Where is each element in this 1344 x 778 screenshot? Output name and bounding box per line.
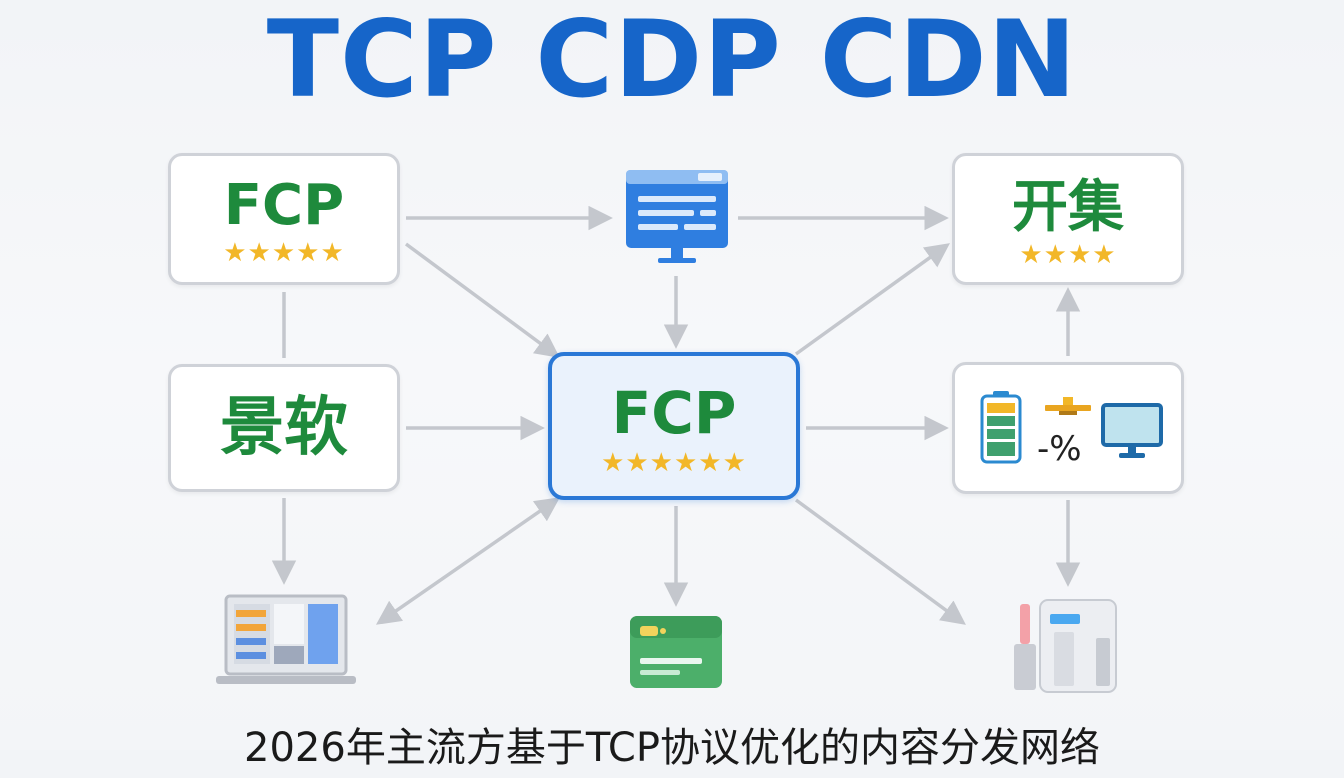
node-top-right-stars: ★★★★ xyxy=(1019,240,1117,270)
diagram-title: TCP CDP CDN xyxy=(266,0,1078,121)
server-icon xyxy=(1012,598,1120,698)
node-mid-right: -% xyxy=(952,362,1184,494)
node-top-right: 开集 ★★★★ xyxy=(952,153,1184,285)
battery-icon xyxy=(979,391,1023,469)
percent-label: -% xyxy=(1037,429,1082,469)
caption: 2026年主流方基于TCP协议优化的内容分发网络 xyxy=(244,725,1100,771)
node-top-left-stars: ★★★★★ xyxy=(223,238,345,268)
node-top-left-label: FCP xyxy=(223,173,345,238)
arrow-center-to-server xyxy=(794,498,966,625)
node-mid-left-label: 景软 xyxy=(220,391,348,465)
scale-icon xyxy=(1039,395,1095,425)
arrow-center-laptop xyxy=(375,497,561,625)
node-center: FCP ★★★★★★ xyxy=(548,352,800,500)
monitor-icon xyxy=(622,166,732,266)
laptop-icon xyxy=(216,594,356,694)
node-center-stars: ★★★★★★ xyxy=(601,448,747,478)
credit-card-icon xyxy=(628,614,724,696)
node-top-left: FCP ★★★★★ xyxy=(168,153,400,285)
node-mid-left: 景软 xyxy=(168,364,400,492)
connector-arrows xyxy=(271,205,1081,625)
arrow-center-to-topright xyxy=(794,243,950,356)
node-top-right-label: 开集 xyxy=(1012,175,1124,240)
monitor-small-icon xyxy=(1101,403,1163,465)
node-center-label: FCP xyxy=(611,379,737,447)
arrow-topleft-to-center xyxy=(404,242,560,358)
